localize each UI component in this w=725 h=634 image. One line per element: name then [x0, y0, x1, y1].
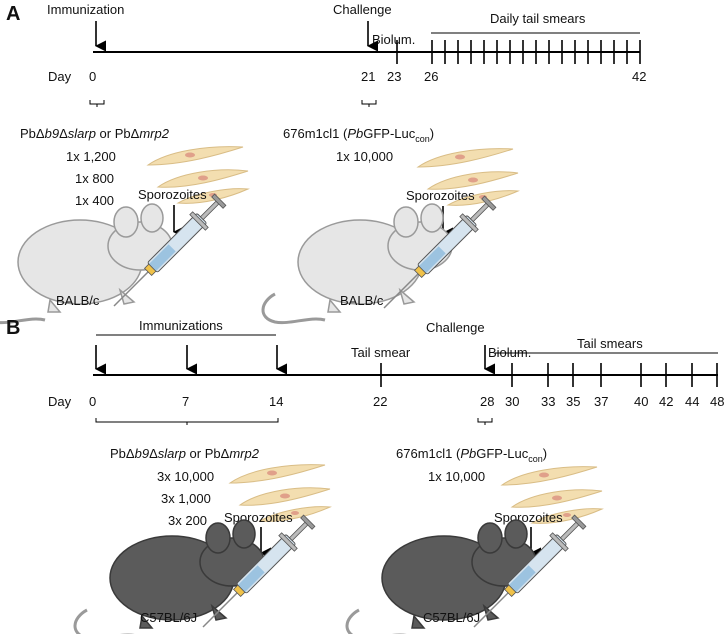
panel-b-smears-label: Tail smears	[577, 336, 643, 351]
panel-a-immunization-label: Immunization	[47, 2, 124, 17]
panel-b-day-22: 22	[373, 394, 387, 409]
panel-a-immunization-brace	[89, 100, 105, 107]
panel-b-tail-smear-label: Tail smear	[351, 345, 411, 360]
panel-a-strain: PbΔb9Δslarp or PbΔmrp2	[20, 126, 170, 141]
panel-b-day-7: 7	[182, 394, 189, 409]
panel-b-immunization-brace	[95, 418, 279, 425]
panel-a-sporozoites-label-2: Sporozoites	[406, 188, 475, 203]
panel-b-day-40: 40	[634, 394, 648, 409]
panel-a-day-26: 26	[424, 69, 438, 84]
panel-a-day-42: 42	[632, 69, 646, 84]
panel-b-day-14: 14	[269, 394, 283, 409]
panel-a-challenge-dose: 1x 10,000	[336, 149, 393, 164]
panel-b-tick-marks	[380, 363, 718, 387]
panel-a-day-21: 21	[361, 69, 375, 84]
panel-a-dose-1: 1x 1,200	[66, 149, 116, 164]
panel-a-sporozoites-label-1: Sporozoites	[138, 187, 207, 202]
panel-a-mouse-2-label: BALB/c	[340, 293, 384, 308]
panel-a-dose-2: 1x 800	[75, 171, 114, 186]
panel-b-dose-1: 3x 10,000	[157, 469, 214, 484]
panel-a-letter: A	[6, 3, 20, 25]
panel-b-day-42: 42	[659, 394, 673, 409]
panel-b-day-48: 48	[710, 394, 724, 409]
panel-a-smears-label: Daily tail smears	[490, 11, 586, 26]
panel-b-strain: PbΔb9Δslarp or PbΔmrp2	[110, 446, 260, 461]
panel-b-dose-3: 3x 200	[168, 513, 207, 528]
panel-a-challenge-strain: 676m1cl1 (PbGFP-Luccon)	[283, 126, 434, 144]
panel-b-day-28: 28	[480, 394, 494, 409]
panel-a-day-0: 0	[89, 69, 96, 84]
panel-b-mouse-1-label: C57BL/6J	[140, 610, 197, 625]
panel-b-challenge-label: Challenge	[426, 320, 485, 335]
panel-b-challenge-brace	[477, 418, 493, 425]
panel-a-mouse-1-label: BALB/c	[56, 293, 100, 308]
panel-b-sporozoites-label-1: Sporozoites	[224, 510, 293, 525]
panel-a-day-label: Day	[48, 69, 72, 84]
panel-b-mouse-2-label: C57BL/6J	[423, 610, 480, 625]
panel-b-immunizations-label: Immunizations	[139, 318, 223, 333]
panel-b-day-30: 30	[505, 394, 519, 409]
panel-b-challenge-strain: 676m1cl1 (PbGFP-Luccon)	[396, 446, 547, 464]
panel-a-challenge-brace	[361, 100, 377, 107]
panel-a-challenge-label: Challenge	[333, 2, 392, 17]
panel-b-day-label: Day	[48, 394, 72, 409]
panel-b-day-35: 35	[566, 394, 580, 409]
panel-a-dose-3: 1x 400	[75, 193, 114, 208]
panel-b-letter: B	[6, 317, 20, 339]
panel-b-day-33: 33	[541, 394, 555, 409]
panel-b-dose-2: 3x 1,000	[161, 491, 211, 506]
panel-b-sporozoites-label-2: Sporozoites	[494, 510, 563, 525]
panel-a-tick-marks	[396, 40, 641, 64]
panel-a-day-23: 23	[387, 69, 401, 84]
panel-b-day-0: 0	[89, 394, 96, 409]
panel-a-biolum-label: Biolum.	[372, 32, 415, 47]
panel-b-day-44: 44	[685, 394, 699, 409]
panel-b-challenge-dose: 1x 10,000	[428, 469, 485, 484]
panel-b-day-37: 37	[594, 394, 608, 409]
